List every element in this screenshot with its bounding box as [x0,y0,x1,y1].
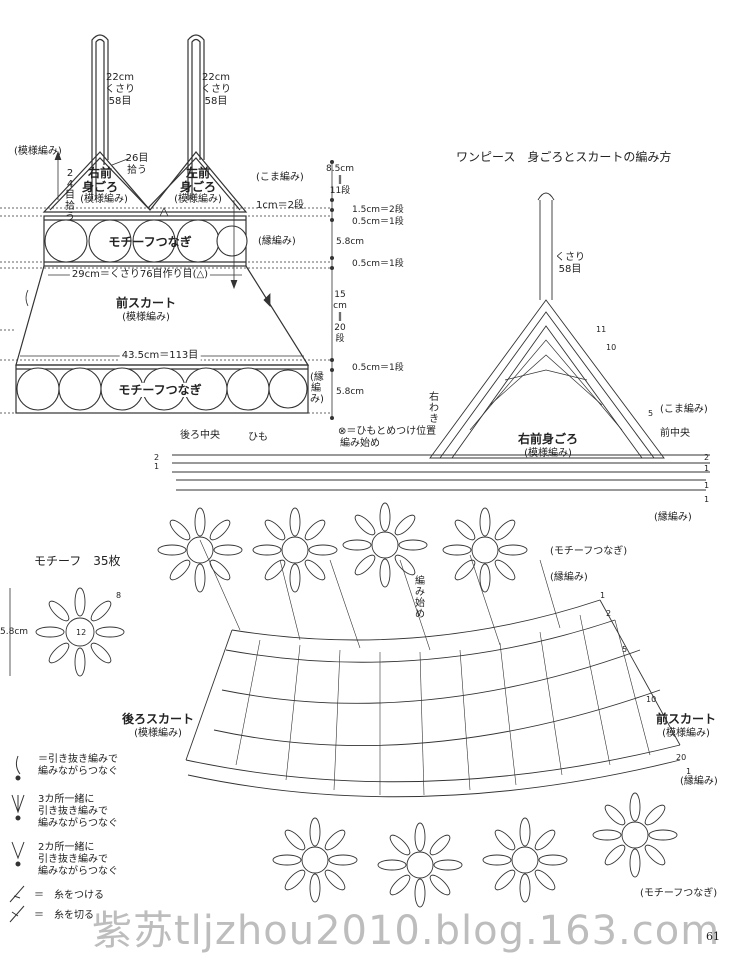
row-mark-11: 11 [596,325,607,334]
motif-circle [216,225,248,257]
skirt-row-5: 5 [622,645,628,654]
motif-size: 5.8cm [0,627,29,637]
measure-4: 0.5cm＝1段 [352,259,404,269]
chart-motifs [9,502,678,908]
three-together-icon [11,794,25,814]
measure-2: 0.5cm＝1段 [352,217,404,227]
legend-item: ＝ 糸を切る [34,910,94,921]
legend-item: 3カ所一緒に 引き抜き編みで 編みながらつなぐ [38,794,118,829]
border-label: (縁編み) [258,236,296,247]
border-label-1: (縁編み) [654,512,692,523]
back-skirt-pattern: (模様編み) [134,728,182,739]
border-label-2: (縁編み) [550,572,588,583]
motif-circle [268,369,308,409]
front-skirt-title: 前スカート [115,296,177,310]
left-strap-outline [91,34,109,200]
right-front-bodice-label: 右前身ごろ [517,432,579,446]
row-mark-10: 10 [606,343,617,352]
skirt-row-20: 20 [676,753,687,762]
measure-5: 0.5cm＝1段 [352,363,404,373]
pickup-left-label: 24目拾う [65,168,75,223]
motif-round-12: 12 [76,628,87,637]
bodice-right-pattern: (模様編み) [80,194,128,205]
measure-3: 5.8cm [336,237,365,247]
pickup-label: 26目拾う [125,153,149,176]
row-mark-5: 5 [648,409,654,418]
skirt-row-1: 1 [600,591,606,600]
border-vertical-label: (縁編み) [310,372,324,405]
front-skirt-chart-title: 前スカート [655,712,717,726]
diagram-title: ワンピース 身ごろとスカートの編み方 [456,150,672,164]
measure-top: 8.5cm‖11段 [325,164,355,196]
two-together-icon [11,841,25,860]
legend-item: 2カ所一緒に 引き抜き編みで 編みながらつなぐ [38,842,118,877]
bodice-right-label: 右前身ごろ [81,166,119,194]
edge-label: (こま編み) [256,172,304,183]
page-number: 61 [706,930,720,943]
skirt-row-1b: 1 [686,767,692,776]
hem-width-label: 43.5cm＝113目 [119,350,201,362]
chain-base-label: 29cm＝くさり76目作り目(△) [69,269,211,281]
motif-circle [88,219,132,263]
right-side-label: 右わき [429,392,439,425]
skirt-row-2: 2 [606,609,612,618]
border-label-3: (縁編み) [680,776,718,787]
legend-item: ＝引き抜き編みで 編みながらつなぐ [38,754,118,777]
motif-circle [132,219,176,263]
back-skirt-title: 後ろスカート [121,712,195,726]
motif-diagram [35,587,125,677]
single-crochet-label: (こま編み) [660,404,708,415]
watermark: 紫苏tljzhou2010.blog.163.com [92,908,721,954]
attach-yarn-icon [9,885,25,903]
row-mark-back-2: 2 [154,453,160,462]
tie-position-label: ⊗＝ひもとめつけ位置 [338,426,437,437]
motif-circle [58,367,102,411]
front-skirt-pattern: (模様編み) [122,312,170,323]
measure-1: 1.5cm＝2段 [352,205,404,215]
bodice-outline [42,151,248,213]
motif-circle [16,367,60,411]
motif-join-label-1: (モチーフつなぎ) [550,546,628,557]
crochet-chart [172,192,710,798]
slip-join-icon [15,755,21,775]
bodice-pattern-label: (模様編み) [524,448,572,459]
start-vertical-label: 編み始め [415,576,425,620]
front-center-label: 前中央 [660,428,690,439]
back-center-label: 後ろ中央 [180,430,220,441]
right-strap-outline [187,34,205,200]
motif-round-8: 8 [116,591,122,600]
cut-yarn-icon [9,905,25,923]
bodice-left-label: 左前身ごろ [179,166,217,194]
bodice-left-pattern: (模様編み) [174,194,222,205]
row-mark-front-2: 2 [704,453,710,462]
row-mark-front-1b: 1 [704,481,710,490]
motif-join-bottom-label: モチーフつなぎ [116,383,204,397]
front-skirt-chart-pattern: (模様編み) [662,728,710,739]
measure-6: 5.8cm [336,387,365,397]
motif-join-label-3: (モチーフつなぎ) [640,888,718,899]
bottom-motif-band [15,364,309,414]
motif-circle [44,219,88,263]
legend-item: ＝ 糸をつける [34,890,104,901]
start-label: 編み始め [340,438,380,449]
skirt-row-10: 10 [646,695,657,704]
row-mark-front-1: 1 [704,464,710,473]
row-mark-back-1: 1 [154,462,160,471]
edge-rows-label: 1cm＝2段 [256,200,304,211]
motif-title: モチーフ 35枚 [34,554,121,568]
pattern-outer-label: (模様編み) [14,146,62,157]
row-mark-front-1c: 1 [704,495,710,504]
motif-join-label: モチーフつなぎ [108,235,192,249]
motif-circle [226,367,270,411]
tie-label: ひも [248,432,268,443]
